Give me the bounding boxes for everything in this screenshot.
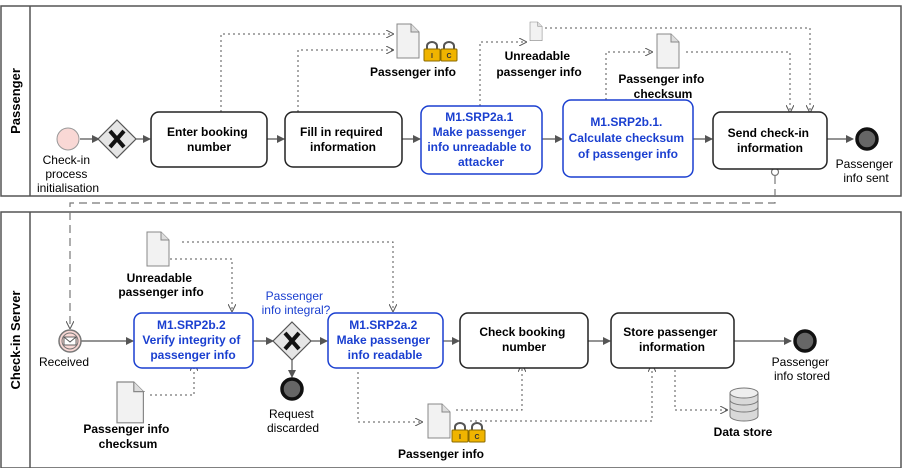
task-srp2a1-make-unreadable: M1.SRP2a.1 Make passenger info unreadabl… — [420, 105, 543, 175]
server-start-message-event — [58, 329, 82, 353]
lock-icon: I — [423, 41, 441, 62]
lane-passenger-title: Passenger — [8, 68, 23, 134]
database-icon — [729, 387, 759, 422]
gateway-question-label: Passenger info integral? — [262, 289, 331, 317]
svg-text:Store passenger informat: Store passenger information — [623, 325, 720, 354]
svg-text:Check booking number: Check booking number — [479, 325, 568, 354]
task-check-booking-number: Check booking number — [459, 312, 589, 369]
svg-text:I: I — [431, 53, 433, 60]
svg-text:M1.SRP2b.1. Calculate ch: M1.SRP2b.1. Calculate checksum of passen… — [569, 115, 688, 161]
data-passenger-info-server-label: Passenger info — [398, 447, 484, 461]
svg-text:Send check-in informatio: Send check-in information — [728, 126, 813, 155]
passenger-start-label: Check-in process initialisation — [37, 153, 99, 195]
lock-icon: I — [451, 422, 469, 443]
data-store-label: Data store — [714, 425, 773, 439]
data-object-unreadable-server — [146, 231, 170, 267]
svg-text:Fill in required informa: Fill in required information — [300, 125, 386, 154]
passenger-exclusive-gateway — [97, 119, 137, 159]
server-end-label: Passenger info stored — [772, 355, 833, 383]
data-checksum-label: Passenger info checksum — [618, 72, 707, 101]
request-discarded-label: Request discarded — [267, 407, 319, 435]
passenger-start-event — [56, 127, 80, 151]
request-discarded-end-event — [280, 377, 304, 401]
svg-text:I: I — [459, 434, 461, 441]
passenger-end-event — [855, 127, 879, 151]
message-flow — [70, 167, 780, 329]
server-end-event — [793, 329, 817, 353]
lane-checkin-server: Check-in Server — [0, 211, 902, 468]
svg-text:M1.SRP2a.1 Make passenge: M1.SRP2a.1 Make passenger info unreadabl… — [427, 110, 534, 169]
task-enter-booking-number: Enter booking number — [150, 111, 268, 168]
svg-text:M1.SRP2a.2 Make passenge: M1.SRP2a.2 Make passenger info readable — [337, 318, 434, 362]
envelope-icon — [63, 336, 77, 346]
lane-passenger: Passenger — [0, 5, 902, 197]
passenger-data-associations — [220, 27, 810, 112]
data-object-passenger-info-server — [427, 403, 451, 439]
lock-icon: C — [440, 41, 458, 62]
data-object-checksum-server — [116, 381, 144, 424]
data-object-unreadable-passenger-info — [529, 21, 543, 41]
server-sequence-flows — [81, 337, 792, 378]
svg-text:C: C — [446, 53, 451, 60]
server-exclusive-gateway — [272, 321, 312, 361]
lane-server-title: Check-in Server — [8, 291, 23, 390]
data-passenger-info-label: Passenger info — [370, 65, 456, 79]
svg-text:M1.SRP2b.2 Verify integr: M1.SRP2b.2 Verify integrity of passenger… — [142, 318, 243, 362]
task-send-checkin-information: Send check-in information — [712, 111, 828, 170]
data-unreadable-label: Unreadable passenger info — [496, 49, 581, 79]
server-data-associations — [143, 241, 727, 422]
data-object-passenger-info-top — [396, 23, 420, 59]
task-srp2a2-make-readable: M1.SRP2a.2 Make passenger info readable — [327, 312, 444, 369]
received-label: Received — [39, 355, 89, 369]
data-object-checksum — [656, 33, 680, 69]
svg-text:Enter booking number: Enter booking number — [167, 125, 251, 154]
passenger-end-label: Passenger info sent — [836, 157, 897, 185]
task-fill-required-information: Fill in required information — [284, 111, 403, 168]
svg-text:C: C — [474, 434, 479, 441]
task-srp2b2-verify-integrity: M1.SRP2b.2 Verify integrity of passenger… — [133, 312, 254, 369]
task-srp2b1-calculate-checksum: M1.SRP2b.1. Calculate checksum of passen… — [562, 99, 694, 178]
lock-icon: C — [468, 422, 486, 443]
task-store-passenger-information: Store passenger information — [610, 312, 735, 369]
data-checksum-server-label: Passenger info checksum — [83, 422, 172, 451]
data-unreadable-server-label: Unreadable passenger info — [118, 271, 203, 299]
